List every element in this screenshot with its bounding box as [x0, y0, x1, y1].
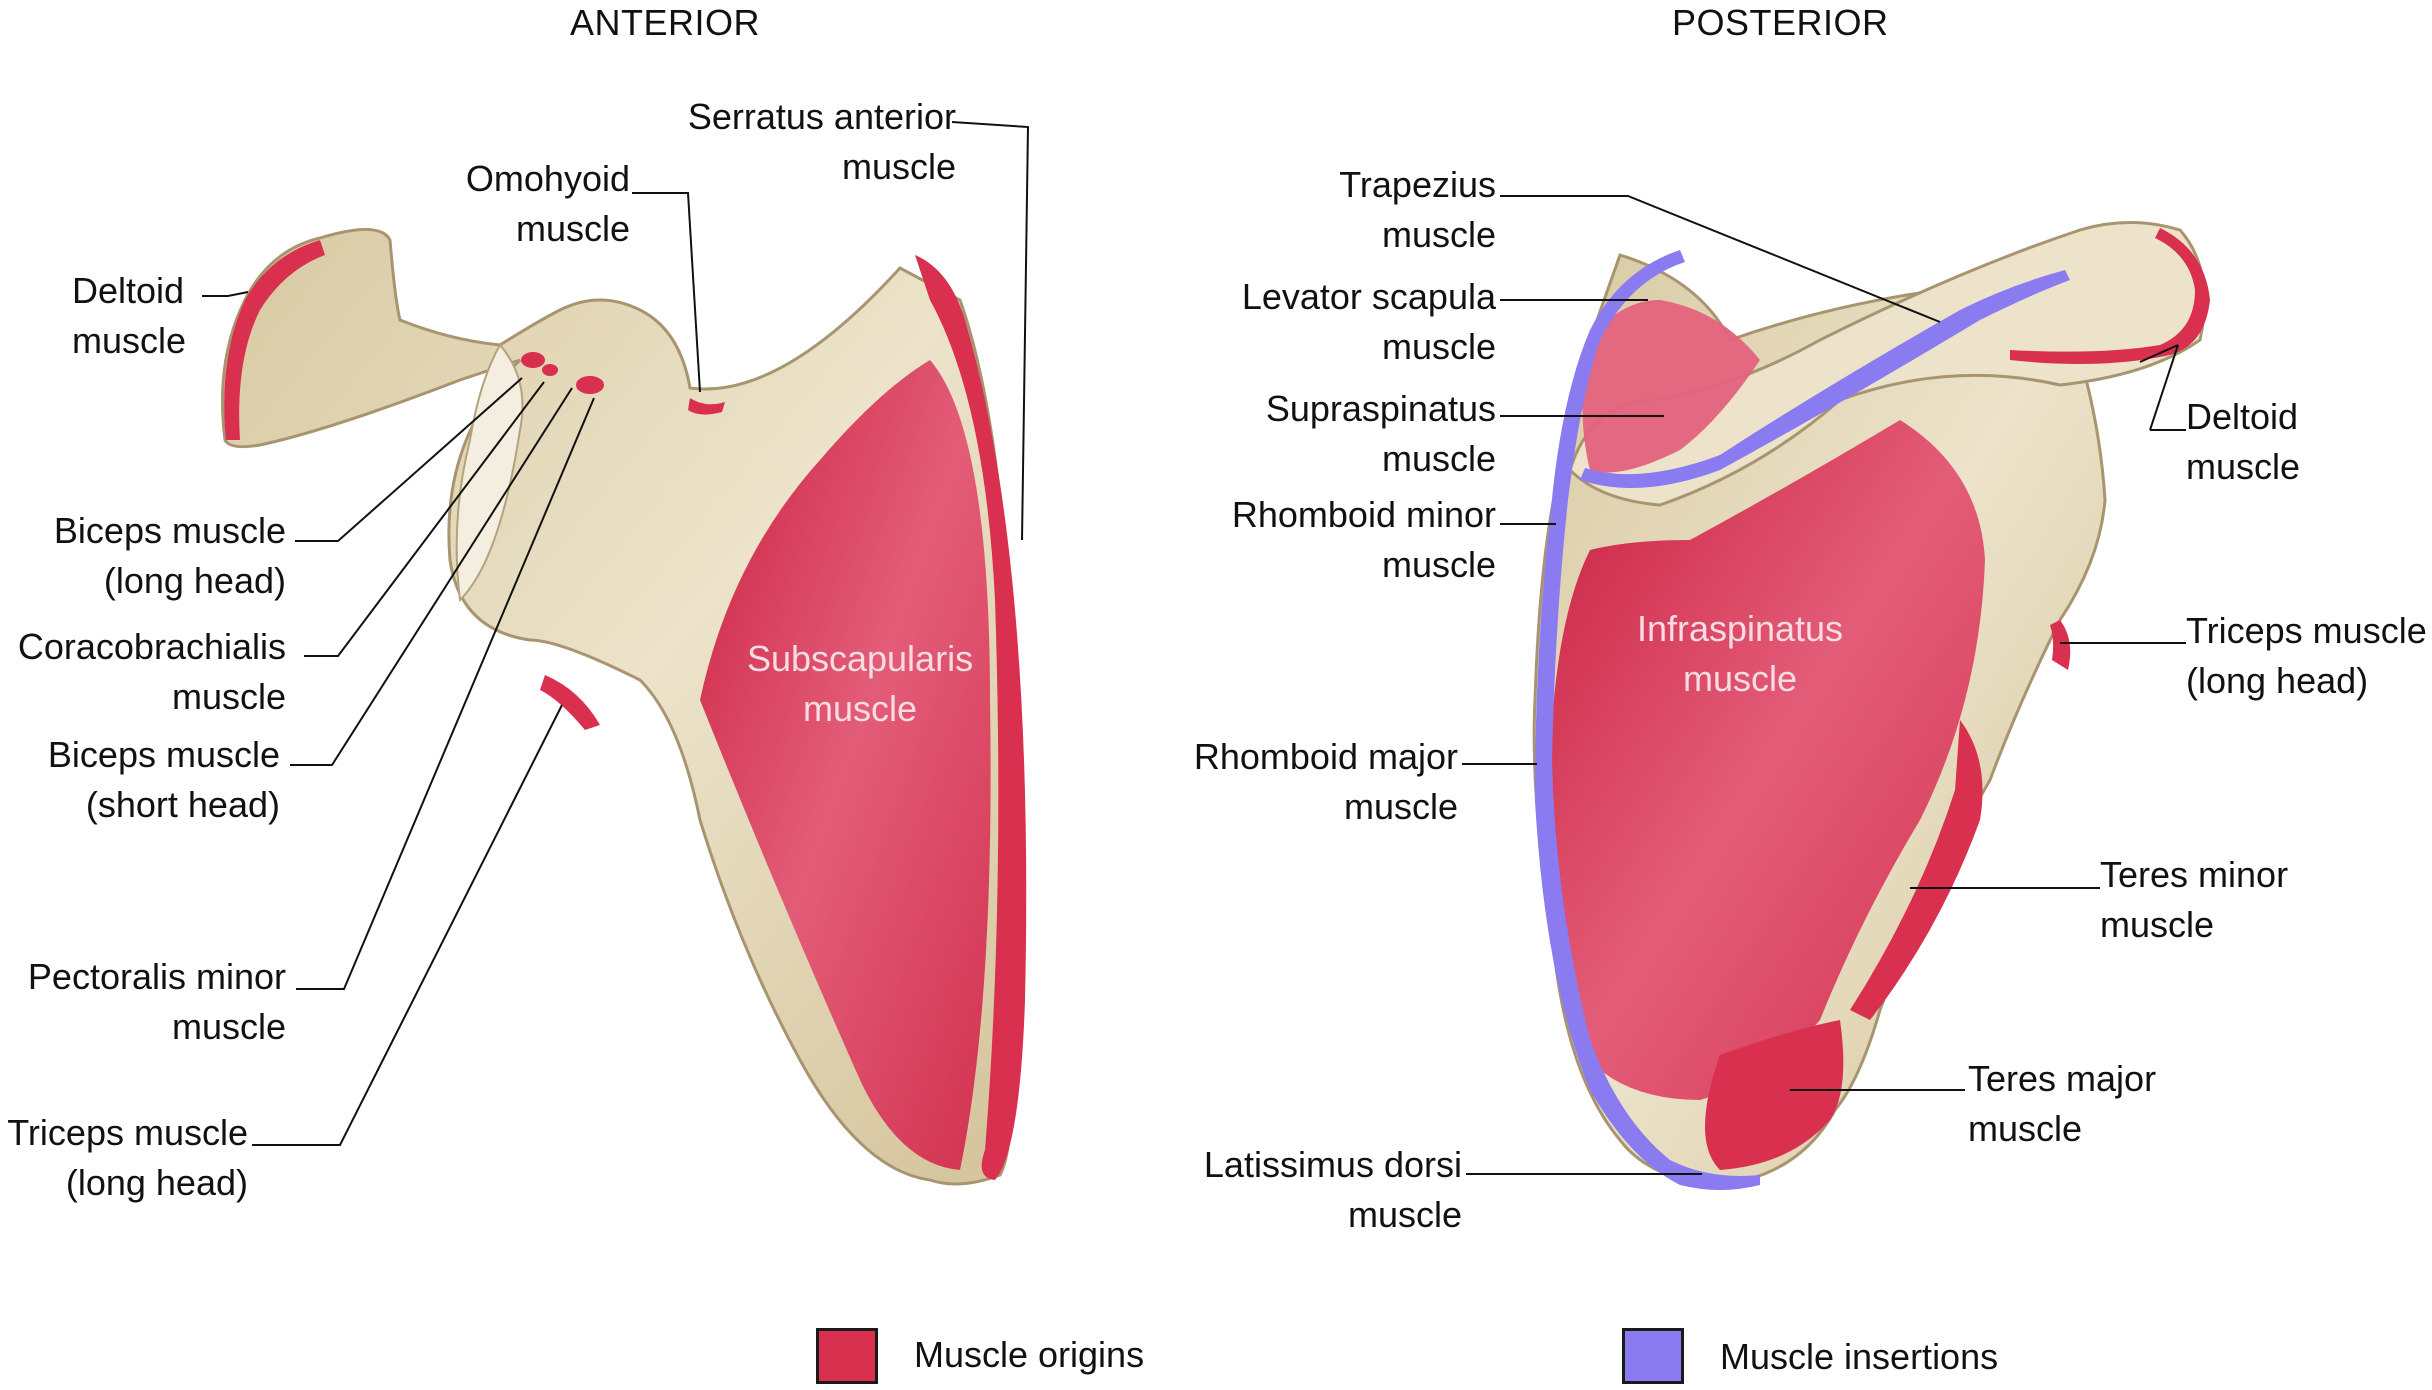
trapezius-insertion	[1580, 270, 2070, 488]
label-levator-scapula: Levator scapula muscle	[1241, 276, 1496, 367]
label-supraspinatus: Supraspinatus muscle	[1265, 388, 1496, 479]
label-triceps-posterior: Triceps muscle (long head)	[2186, 610, 2427, 701]
label-omohyoid: Omohyoid muscle	[465, 158, 630, 249]
label-biceps-short: Biceps muscle (short head)	[47, 734, 280, 825]
label-teres-minor: Teres minor muscle	[2100, 854, 2289, 945]
coracoid-attachment-3	[542, 364, 558, 376]
leader-omohyoid	[632, 192, 701, 393]
legend-insertions-swatch	[1622, 1328, 1684, 1384]
infraspinatus-region	[1550, 420, 1985, 1100]
anterior-title: ANTERIOR	[570, 2, 761, 43]
anterior-scapula	[221, 228, 1027, 1186]
label-coracobrachialis: Coracobrachialis muscle	[17, 626, 286, 717]
label-rhomboid-major: Rhomboid major muscle	[1193, 736, 1458, 827]
label-latissimus-dorsi: Latissimus dorsi muscle	[1203, 1144, 1462, 1235]
anterior-triceps-origin	[540, 675, 600, 730]
legend-insertions-label: Muscle insertions	[1720, 1336, 1999, 1377]
posterior-triceps-origin	[2050, 620, 2071, 670]
label-subscapularis: Subscapularis muscle	[746, 638, 974, 729]
legend-origins-label: Muscle origins	[914, 1334, 1145, 1375]
leader-biceps-short	[290, 387, 573, 766]
coracoid-attachment-1	[521, 352, 545, 368]
leader-lines	[202, 121, 2186, 1175]
serratus-anterior-strip	[915, 255, 1027, 1180]
teres-major-region	[1705, 1020, 1844, 1170]
leader-trapezius	[1500, 195, 1941, 323]
label-infraspinatus: Infraspinatus muscle	[1636, 608, 1844, 699]
label-deltoid-anterior: Deltoid muscle	[72, 270, 187, 361]
leader-deltoid-post	[2149, 344, 2179, 431]
leader-triceps-ant	[252, 704, 563, 1146]
leader-pectoralis	[296, 397, 595, 990]
leader-biceps-long	[295, 377, 523, 542]
subscapularis-region	[700, 360, 991, 1170]
label-rhomboid-minor: Rhomboid minor muscle	[1231, 494, 1496, 585]
leader-deltoid-post-2	[2139, 344, 2179, 363]
label-teres-major: Teres major muscle	[1968, 1058, 2157, 1149]
anterior-coracoid-shadow	[455, 343, 524, 603]
supraspinatus-region	[1582, 300, 1760, 473]
coracoid-attachment-2	[576, 376, 604, 394]
label-pectoralis-minor: Pectoralis minor muscle	[27, 956, 286, 1047]
anterior-deltoid-origin	[224, 240, 325, 440]
posterior-scapula	[1532, 221, 2210, 1190]
leader-serratus	[951, 121, 1030, 541]
omohyoid-origin	[688, 398, 725, 415]
label-biceps-long: Biceps muscle (long head)	[53, 510, 286, 601]
leader-coracobrachialis	[304, 381, 545, 657]
label-deltoid-posterior: Deltoid muscle	[2186, 396, 2301, 487]
label-trapezius: Trapezius muscle	[1339, 164, 1496, 255]
teres-minor-strip	[1850, 720, 1983, 1020]
label-serratus-anterior: Serratus anterior muscle	[687, 96, 956, 187]
legend-origins-swatch	[816, 1328, 878, 1384]
label-triceps-anterior: Triceps muscle (long head)	[7, 1112, 248, 1203]
leader-deltoid-ant	[202, 291, 249, 297]
posterior-title: POSTERIOR	[1672, 2, 1889, 43]
